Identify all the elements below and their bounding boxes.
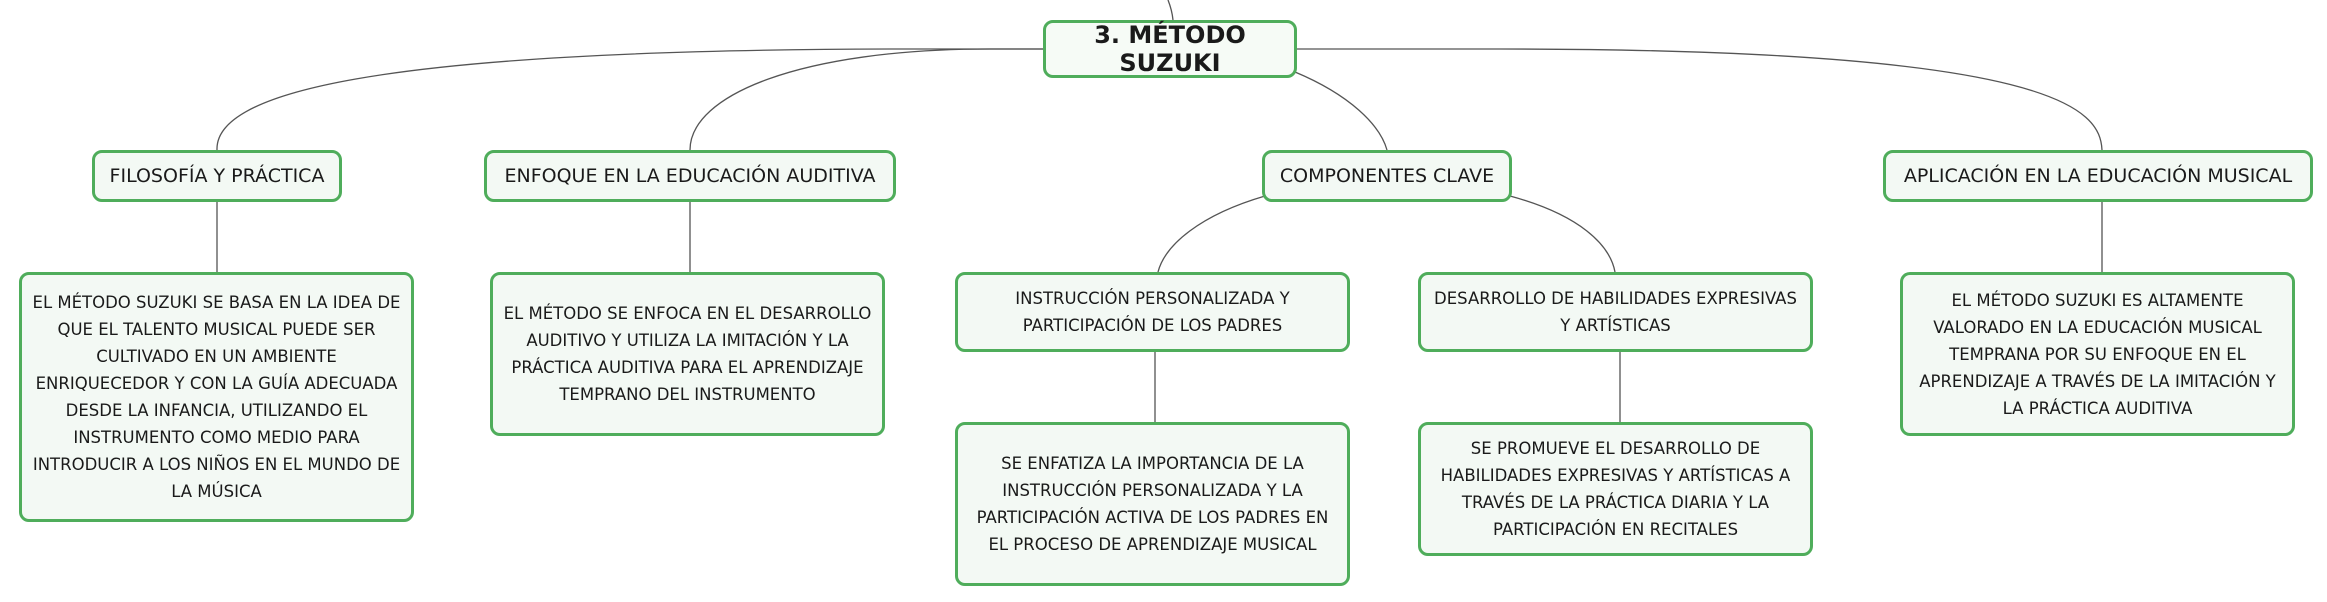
text-node-enfoque[interactable]: EL MÉTODO SE ENFOCA EN EL DESARROLLO AUD…	[490, 272, 885, 436]
branch-node-aplicacion[interactable]: APLICACIÓN EN LA EDUCACIÓN MUSICAL	[1883, 150, 2313, 202]
branch-node-componentes[interactable]: COMPONENTES CLAVE	[1262, 150, 1512, 202]
connector-componentes-instruccion	[1157, 195, 1266, 273]
branch-node-label: COMPONENTES CLAVE	[1279, 165, 1495, 187]
subbranch-node-label: INSTRUCCIÓN PERSONALIZADA Y PARTICIPACIÓ…	[1015, 289, 1290, 335]
text-node-filosofia[interactable]: EL MÉTODO SUZUKI SE BASA EN LA IDEA DE Q…	[19, 272, 414, 522]
connector-root-filosofia	[216, 48, 1047, 151]
connector-root-enfoque	[689, 48, 1047, 151]
connector-componentes-desarrollo	[1509, 195, 1616, 273]
branch-node-label: ENFOQUE EN LA EDUCACIÓN AUDITIVA	[504, 165, 876, 187]
connector-root-componentes	[1294, 71, 1388, 151]
text-node-body: EL MÉTODO SE ENFOCA EN EL DESARROLLO AUD…	[503, 304, 872, 404]
branch-node-label: APLICACIÓN EN LA EDUCACIÓN MUSICAL	[1903, 165, 2293, 187]
subbranch-node-desarrollo[interactable]: DESARROLLO DE HABILIDADES EXPRESIVAS Y A…	[1418, 272, 1813, 352]
connector-root-aplicacion	[1293, 48, 2103, 151]
text-node-desarrollo[interactable]: SE PROMUEVE EL DESARROLLO DE HABILIDADES…	[1418, 422, 1813, 556]
text-node-body: EL MÉTODO SUZUKI SE BASA EN LA IDEA DE Q…	[32, 293, 401, 501]
branch-node-enfoque[interactable]: ENFOQUE EN LA EDUCACIÓN AUDITIVA	[484, 150, 896, 202]
text-node-instruccion[interactable]: SE ENFATIZA LA IMPORTANCIA DE LA INSTRUC…	[955, 422, 1350, 586]
subbranch-node-label: DESARROLLO DE HABILIDADES EXPRESIVAS Y A…	[1434, 289, 1797, 335]
text-node-body: EL MÉTODO SUZUKI ES ALTAMENTE VALORADO E…	[1919, 290, 2276, 418]
branch-node-label: FILOSOFÍA Y PRÁCTICA	[109, 165, 325, 187]
text-node-aplicacion[interactable]: EL MÉTODO SUZUKI ES ALTAMENTE VALORADO E…	[1900, 272, 2295, 436]
connector-incoming	[1167, 0, 1174, 21]
root-node[interactable]: 3. MÉTODO SUZUKI	[1043, 20, 1297, 78]
text-node-body: SE PROMUEVE EL DESARROLLO DE HABILIDADES…	[1440, 439, 1791, 539]
subbranch-node-instruccion[interactable]: INSTRUCCIÓN PERSONALIZADA Y PARTICIPACIÓ…	[955, 272, 1350, 352]
text-node-body: SE ENFATIZA LA IMPORTANCIA DE LA INSTRUC…	[976, 454, 1329, 554]
branch-node-filosofia[interactable]: FILOSOFÍA Y PRÁCTICA	[92, 150, 342, 202]
root-node-label: 3. MÉTODO SUZUKI	[1094, 21, 1246, 77]
